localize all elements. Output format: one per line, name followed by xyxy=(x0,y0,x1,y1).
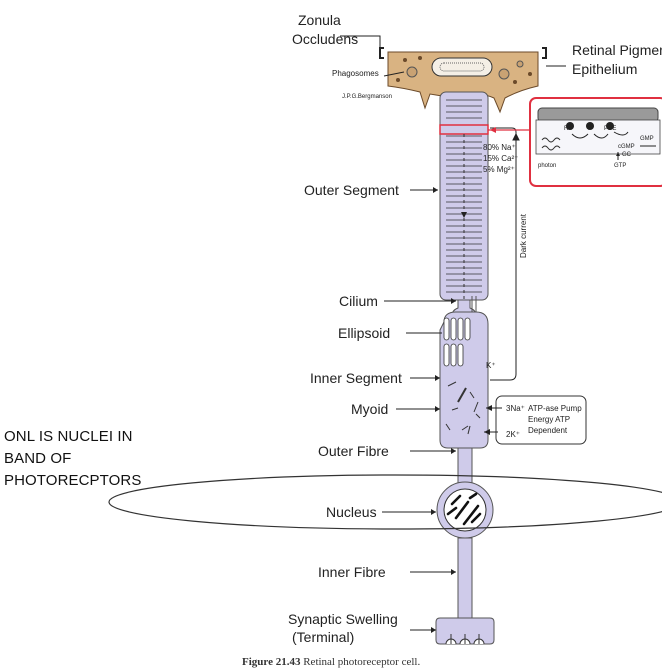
label-zonula-1: Zonula xyxy=(298,12,341,28)
onl-annotation: ONL IS NUCLEI IN BAND OF PHOTORECPTORS xyxy=(4,426,194,492)
inset-photon: photon xyxy=(538,163,556,169)
inset-pde: PDE xyxy=(604,126,616,132)
label-nucleus: Nucleus xyxy=(326,504,377,520)
label-cilium: Cilium xyxy=(339,293,378,309)
label-zonula-2: Occludens xyxy=(292,31,358,47)
label-ellipsoid: Ellipsoid xyxy=(338,325,390,341)
potassium-label: K⁺ xyxy=(486,361,496,370)
sodium-percent: 80% Na⁺ xyxy=(483,143,516,152)
inset-gmp: GMP xyxy=(640,136,654,142)
calcium-percent: 15% Ca²⁺ xyxy=(483,154,518,163)
label-outer-segment: Outer Segment xyxy=(304,182,399,198)
inset-t: T xyxy=(587,126,591,132)
inset-gtp: GTP xyxy=(614,163,626,169)
annotation-line-3: PHOTORECPTORS xyxy=(4,472,142,489)
pump-in-label: 3Na⁺ xyxy=(506,404,525,413)
magnesium-percent: 5% Mg²⁺ xyxy=(483,165,515,174)
label-inner-segment: Inner Segment xyxy=(310,370,402,386)
annotation-line-2: BAND OF xyxy=(4,450,72,467)
inset-gc: GC xyxy=(622,152,632,158)
retinal-pigment-epithelium xyxy=(379,47,547,114)
mitochondria xyxy=(443,317,471,367)
onl-band-ellipse xyxy=(108,474,662,530)
label-rpe-1: Retinal Pigment xyxy=(572,42,662,58)
myoid-organelles xyxy=(445,381,481,435)
photoreceptor-cell xyxy=(435,91,495,645)
atpase-pump: 3Na⁺ 2K⁺ ATP-ase Pump Energy ATP Depende… xyxy=(484,395,587,445)
annotation-line-1: ONL IS NUCLEI IN xyxy=(4,428,133,445)
pump-line2: Energy ATP xyxy=(528,415,570,424)
figure-caption: Figure 21.43 Retinal photoreceptor cell. xyxy=(242,656,420,668)
label-inner-fibre: Inner Fibre xyxy=(318,564,386,580)
dark-current-loop xyxy=(490,127,520,381)
label-artist: J.P.G.Bergmanson xyxy=(342,94,392,100)
inset-rh: Rh xyxy=(564,126,572,132)
figure-number: Figure 21.43 xyxy=(242,656,301,668)
chromatin xyxy=(446,492,482,526)
label-rpe-2: Epithelium xyxy=(572,61,637,77)
label-phagosomes: Phagosomes xyxy=(332,69,379,78)
dark-current-label: Dark current xyxy=(519,213,528,258)
label-myoid: Myoid xyxy=(351,401,388,417)
label-synaptic-1: Synaptic Swelling xyxy=(288,611,398,627)
inset-cgmp: cGMP xyxy=(618,144,635,150)
label-outer-fibre: Outer Fibre xyxy=(318,443,389,459)
figure-text: Retinal photoreceptor cell. xyxy=(303,656,421,668)
pump-out-label: 2K⁺ xyxy=(506,430,520,439)
leader-lines xyxy=(340,35,566,631)
label-synaptic-2: (Terminal) xyxy=(292,629,354,645)
pump-line1: ATP-ase Pump xyxy=(528,404,582,413)
phototransduction-inset: Rh T PDE cGMP GMP GC GTP photon xyxy=(488,97,662,187)
pump-line3: Dependent xyxy=(528,426,568,435)
